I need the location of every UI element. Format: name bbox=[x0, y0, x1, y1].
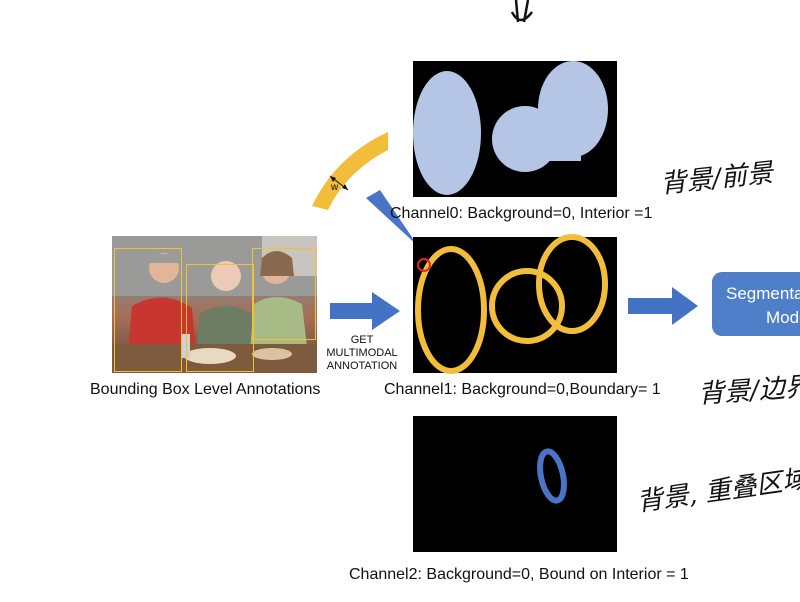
arrow-label-line-2: MULTIMODAL bbox=[326, 347, 398, 359]
arrow-label-line-3: ANNOTATION bbox=[326, 360, 398, 372]
photo-caption: Bounding Box Level Annotations bbox=[90, 381, 321, 398]
channel2-caption: Channel2: Background=0, Bound on Interio… bbox=[349, 566, 689, 583]
channel2-overlap-shape bbox=[537, 448, 567, 504]
bbox-person-right bbox=[252, 248, 316, 340]
segmentation-model-line-1: Segmenta bbox=[726, 284, 800, 303]
width-marker-label: w bbox=[331, 182, 339, 193]
channel1-panel bbox=[413, 234, 617, 374]
annotated-photo bbox=[112, 236, 317, 373]
arrow-label: GET MULTIMODAL ANNOTATION bbox=[322, 334, 402, 373]
bbox-person-middle bbox=[186, 264, 254, 372]
channel2-panel bbox=[413, 416, 617, 552]
channel1-boundary-shapes bbox=[415, 234, 608, 374]
bbox-person-left bbox=[114, 248, 182, 372]
channel0-panel bbox=[413, 61, 617, 197]
handwritten-note-channel1: 背景/边界 bbox=[697, 372, 800, 410]
arrow-label-line-1: GET bbox=[350, 334, 374, 346]
segmentation-model-line-2: Mode bbox=[766, 308, 800, 327]
photo-illustration bbox=[112, 236, 317, 373]
segmentation-model-box: Segmenta Mode bbox=[712, 272, 800, 336]
channel0-caption: Channel0: Background=0, Interior =1 bbox=[390, 205, 653, 222]
channel1-caption: Channel1: Background=0,Boundary= 1 bbox=[384, 381, 661, 398]
channel0-interior-shapes bbox=[413, 61, 608, 195]
